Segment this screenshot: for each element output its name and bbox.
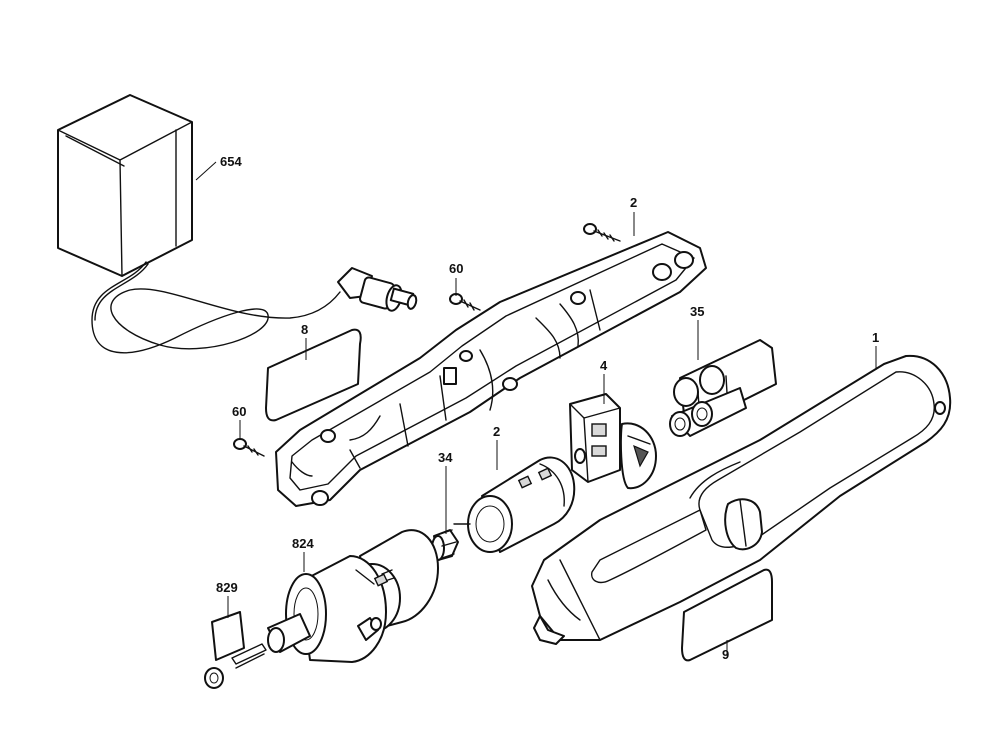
housing-half: [275, 231, 707, 507]
callout-35: 35: [690, 304, 704, 319]
label-9: [681, 568, 773, 662]
callout-2-motor: 2: [493, 424, 500, 439]
bit-set: [204, 611, 267, 689]
leader-lines: [195, 161, 877, 656]
motor: [453, 456, 576, 553]
label-8: [265, 328, 362, 422]
charger-adapter: [57, 94, 193, 277]
callout-34: 34: [438, 450, 453, 465]
callout-4: 4: [600, 358, 608, 373]
gearbox-assembly: [267, 529, 439, 663]
battery-pack: [669, 339, 777, 437]
callout-2-housing: 2: [630, 195, 637, 210]
callout-654: 654: [220, 154, 242, 169]
callout-8: 8: [301, 322, 308, 337]
screw-top-right: [583, 223, 621, 242]
main-housing: [531, 354, 952, 645]
callout-824: 824: [292, 536, 314, 551]
callouts: 654 2 60 8 35 1 4 60 2 34 824 829 9: [216, 154, 879, 662]
callout-1: 1: [872, 330, 879, 345]
charger-cord: [91, 261, 341, 354]
callout-829: 829: [216, 580, 238, 595]
screw-top: [449, 293, 481, 311]
charger-plug: [337, 267, 418, 312]
switch-assembly: [569, 393, 657, 490]
callout-60-top: 60: [449, 261, 463, 276]
callout-60-left: 60: [232, 404, 246, 419]
screw-left: [233, 438, 265, 457]
callout-9: 9: [722, 647, 729, 662]
